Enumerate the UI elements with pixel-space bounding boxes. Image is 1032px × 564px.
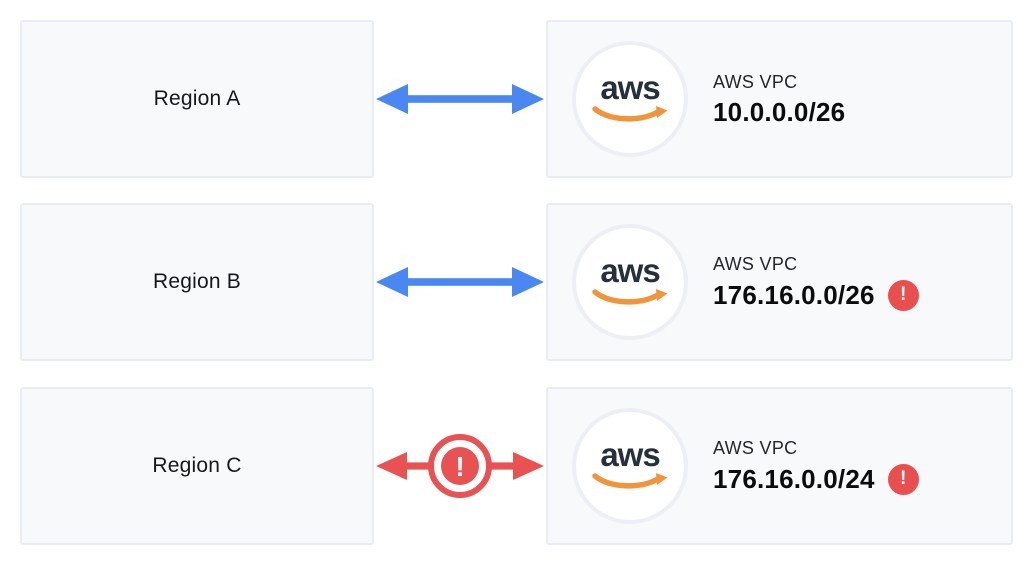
vpc-c-provider-label: AWS VPC <box>713 437 798 458</box>
aws-smile-icon <box>592 289 668 305</box>
connector-region-b <box>374 203 546 361</box>
warning-icon: ! <box>887 463 919 495</box>
aws-smile-icon <box>592 473 668 489</box>
vpc-c-text: AWS VPC 176.16.0.0/24 ! <box>713 438 919 495</box>
vpc-b-box: aws AWS VPC 176.16.0.0/26 ! <box>546 203 1013 361</box>
warning-icon: ! <box>887 279 919 311</box>
vpc-c-cidr-line: 176.16.0.0/24 ! <box>713 463 919 495</box>
aws-smile-icon <box>592 106 668 122</box>
double-arrow-icon <box>376 84 544 114</box>
vpc-b-cidr: 176.16.0.0/26 <box>713 279 875 310</box>
diagram-row-region-a: Region A aws AWS VPC 10.0.0.0/26 <box>0 20 1032 178</box>
aws-logo-icon: aws <box>572 408 688 524</box>
aws-logo-icon: aws <box>572 224 688 340</box>
aws-logo-text: aws <box>600 436 660 473</box>
vpc-a-cidr-line: 10.0.0.0/26 <box>713 98 845 127</box>
connector-region-a <box>374 20 546 178</box>
connector-region-c: ! <box>374 387 546 545</box>
region-a-label: Region A <box>153 87 241 110</box>
vpc-b-provider-label: AWS VPC <box>713 253 798 274</box>
aws-logo-icon: aws <box>572 41 688 157</box>
vpc-b-cidr-line: 176.16.0.0/26 ! <box>713 279 919 311</box>
vpc-b-text: AWS VPC 176.16.0.0/26 ! <box>713 254 919 311</box>
warning-glyph: ! <box>455 451 464 482</box>
double-arrow-warning-icon: ! <box>376 434 544 498</box>
double-arrow-icon <box>376 267 544 297</box>
vpc-a-provider-label: AWS VPC <box>713 71 798 92</box>
region-a-box: Region A <box>20 20 374 178</box>
region-c-box: Region C <box>20 387 374 545</box>
vpc-a-box: aws AWS VPC 10.0.0.0/26 <box>546 20 1013 178</box>
vpc-c-cidr: 176.16.0.0/24 <box>713 463 875 494</box>
aws-logo-text: aws <box>600 69 660 106</box>
vpc-a-text: AWS VPC 10.0.0.0/26 <box>713 72 845 127</box>
diagram-row-region-c: Region C ! aws AWS VPC <box>0 387 1032 545</box>
vpc-a-cidr: 10.0.0.0/26 <box>713 96 846 127</box>
region-b-box: Region B <box>20 203 374 361</box>
vpc-c-box: aws AWS VPC 176.16.0.0/24 ! <box>546 387 1013 545</box>
region-c-label: Region C <box>152 454 242 477</box>
aws-logo-text: aws <box>600 252 660 289</box>
diagram-row-region-b: Region B aws AWS VPC 176.16.0.0/26 <box>0 203 1032 361</box>
region-b-label: Region B <box>153 270 241 293</box>
